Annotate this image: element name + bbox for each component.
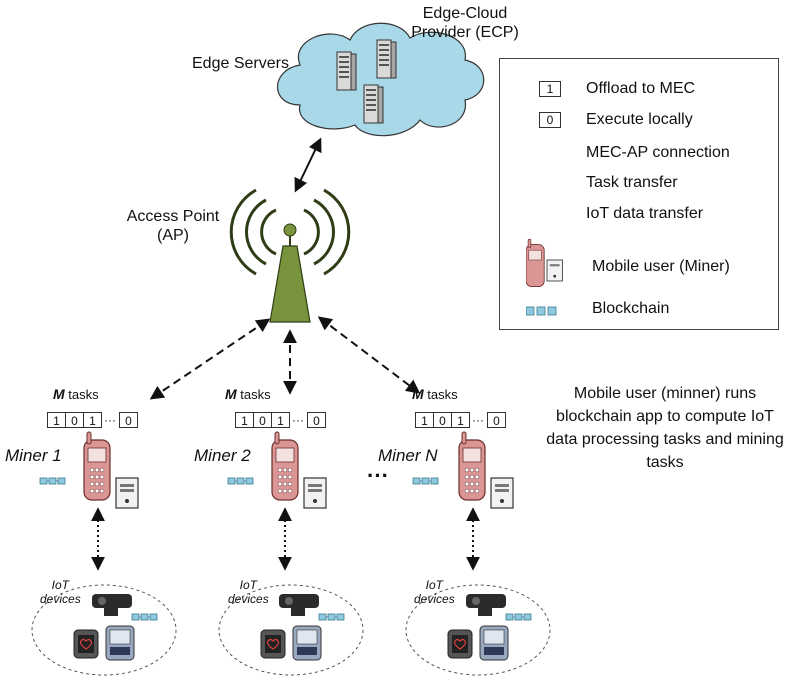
iot-devices-label-1: IoT devices: [40, 578, 81, 606]
miner-n-tasks-label: M tasks: [412, 386, 458, 402]
edge-cloud-provider-label: Edge-Cloud Provider (ECP): [411, 5, 519, 41]
legend-local-label: Execute locally: [586, 111, 693, 128]
miner-n-offload-vector: 1 0 1 ··· 0: [415, 412, 506, 428]
vector-ellipsis: ···: [472, 413, 484, 427]
miner-2-label: Miner 2: [194, 446, 251, 465]
vector-ellipsis: ···: [292, 413, 304, 427]
vector-cell: 1: [415, 412, 434, 428]
miner-1-devices: [39, 431, 139, 509]
miner-2-devices: [227, 431, 327, 509]
legend-blockchain-icon: [526, 306, 557, 316]
vector-cell: 0: [119, 412, 138, 428]
vector-cell: 1: [83, 412, 102, 428]
mec-ap-connection-arrow: [294, 137, 322, 193]
legend-mec-ap-label: MEC-AP connection: [586, 144, 730, 161]
task-transfer-arrow-1: [149, 318, 271, 400]
access-point-tower-icon: [229, 188, 351, 323]
legend-offload-box: 1: [539, 81, 561, 97]
cloud-icon: [276, 22, 485, 137]
task-transfer-arrow-n: [317, 316, 421, 394]
miner-1-label: Miner 1: [5, 446, 62, 465]
miner-2-offload-vector: 1 0 1 ··· 0: [235, 412, 326, 428]
legend-iot-transfer-label: IoT data transfer: [586, 205, 704, 222]
miner-2-tasks-label: M tasks: [225, 386, 271, 402]
vector-ellipsis: ···: [104, 413, 116, 427]
vector-cell: 0: [487, 412, 506, 428]
vector-cell: 1: [47, 412, 66, 428]
legend: 1 Offload to MEC 0 Execute locally MEC-A…: [499, 58, 779, 330]
vector-cell: 0: [253, 412, 272, 428]
legend-local-box: 0: [539, 112, 561, 128]
miner-1-offload-vector: 1 0 1 ··· 0: [47, 412, 138, 428]
vector-cell: 0: [307, 412, 326, 428]
legend-blockchain-label: Blockchain: [592, 300, 670, 317]
edge-servers-label: Edge Servers: [192, 55, 289, 72]
legend-offload-label: Offload to MEC: [586, 80, 696, 97]
miners-ellipsis: ···: [367, 463, 389, 488]
iot-devices-label-n: IoT devices: [414, 578, 455, 606]
vector-cell: 1: [451, 412, 470, 428]
miner-n-devices: [412, 431, 514, 509]
legend-task-transfer-label: Task transfer: [586, 174, 678, 191]
mobile-user-description: Mobile user (minner) runs blockchain app…: [546, 385, 784, 471]
miner-n-label: Miner N: [378, 446, 438, 465]
legend-mobile-user-icon: [526, 239, 563, 288]
iot-devices-label-2: IoT devices: [228, 578, 269, 606]
vector-cell: 1: [271, 412, 290, 428]
access-point-label: Access Point (AP): [126, 208, 220, 244]
vector-cell: 0: [65, 412, 84, 428]
miner-1-tasks-label: M tasks: [53, 386, 99, 402]
vector-cell: 1: [235, 412, 254, 428]
vector-cell: 0: [433, 412, 452, 428]
legend-mobile-user-label: Mobile user (Miner): [592, 258, 730, 275]
